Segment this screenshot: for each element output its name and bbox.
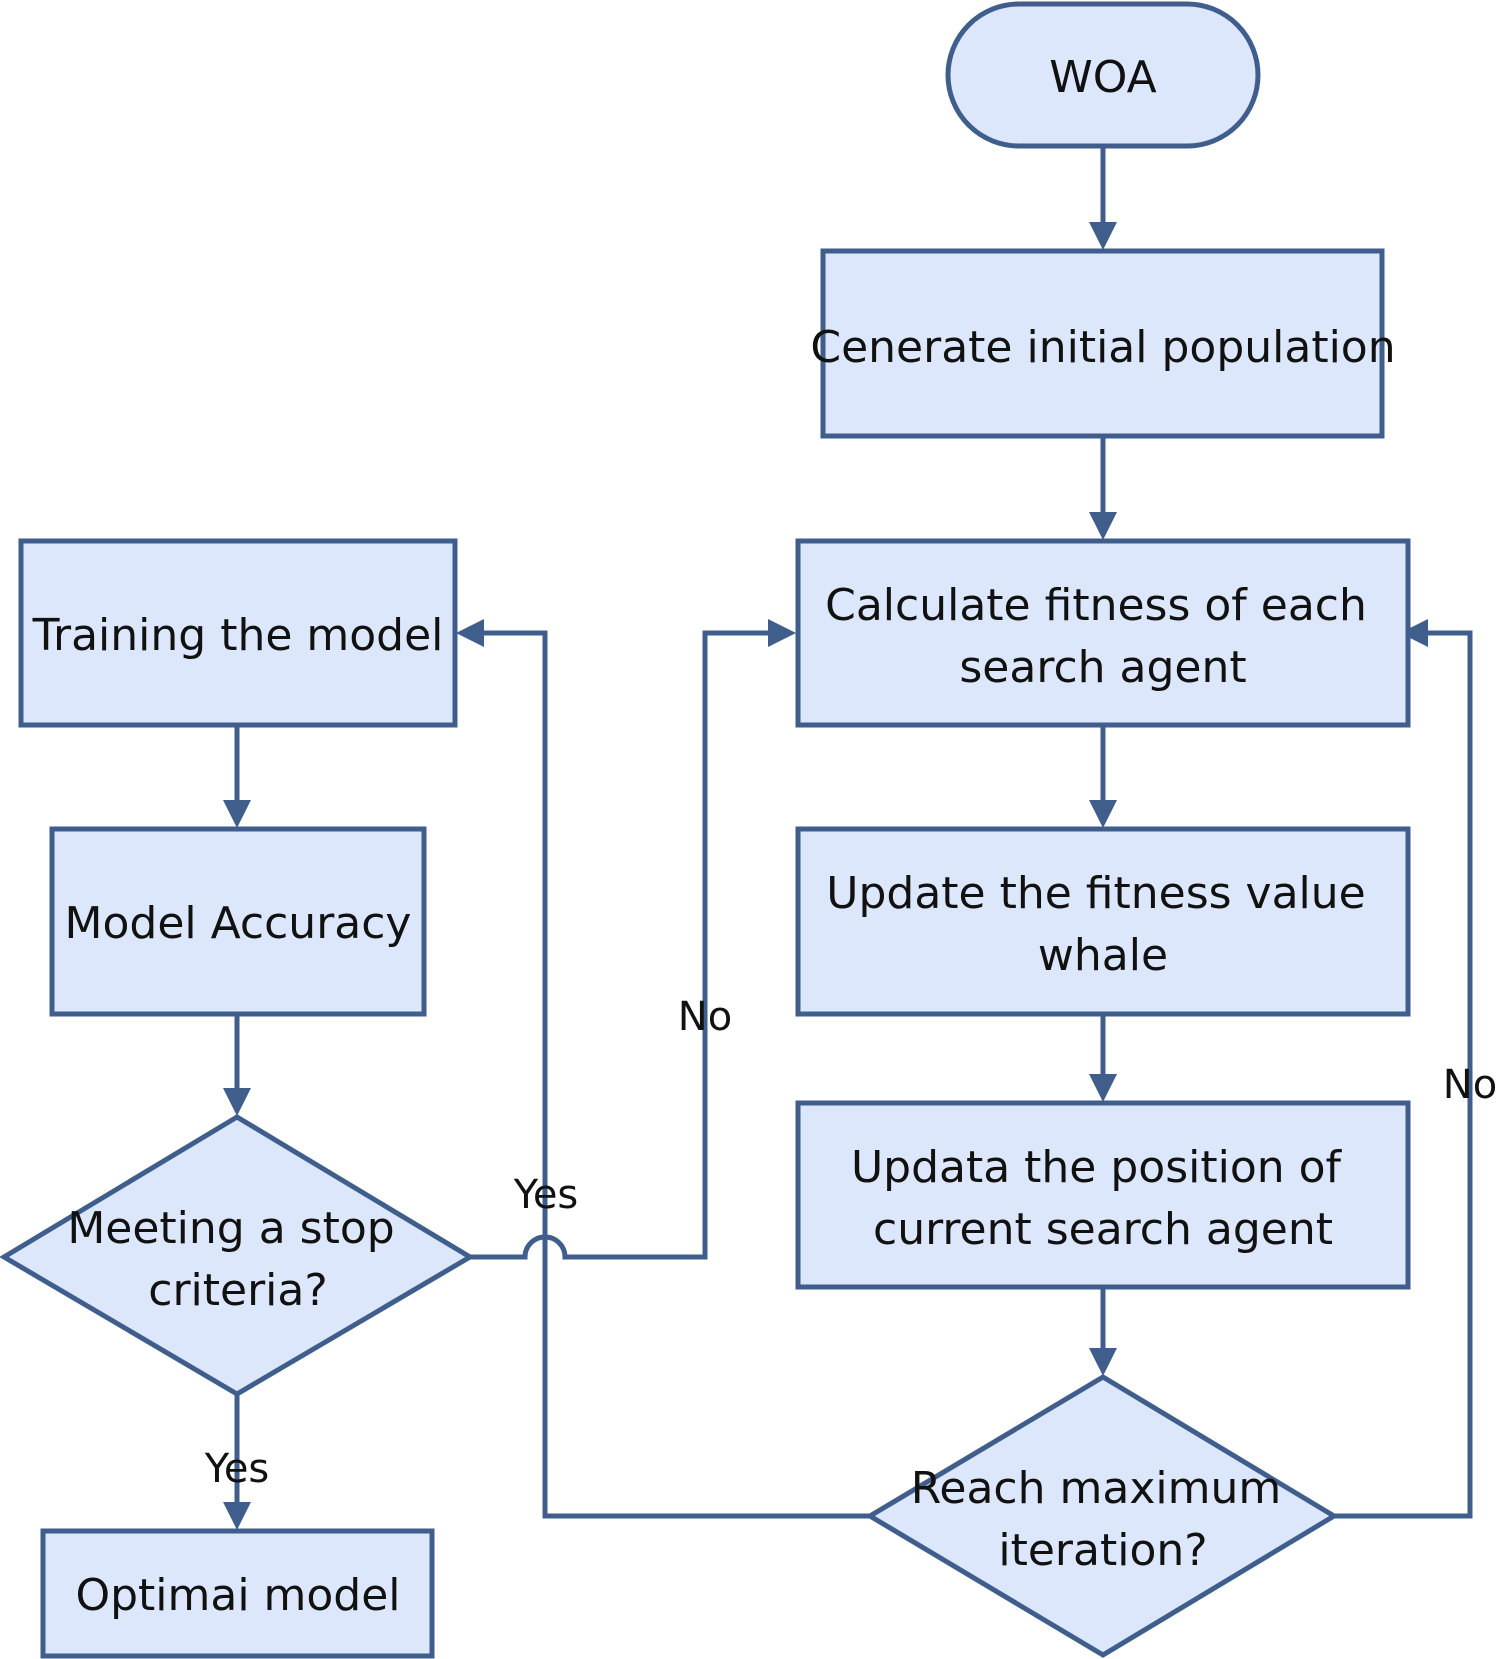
stop-criteria-diamond — [0, 1114, 475, 1397]
arrowhead-reach-max — [1089, 1348, 1117, 1376]
update-fitness-label: Update the fitness value whale — [826, 868, 1379, 981]
arrowhead-fitness-top — [1089, 512, 1117, 540]
generate-label: Cenerate initial population — [810, 322, 1395, 373]
fitness-label: Calculate fitness of each search agent — [825, 580, 1381, 693]
label-stop-yes-bottom: Yes — [204, 1446, 270, 1492]
edge-reach-yes-loop — [480, 630, 870, 1519]
arrowhead-training — [456, 619, 484, 647]
node-optimal-model: Optimai model — [40, 1528, 435, 1659]
woa-terminator-shape — [945, 1, 1261, 149]
arrowhead-update-fitness — [1089, 800, 1117, 828]
node-stop-criteria: Meeting a stop criteria? — [0, 1114, 475, 1397]
arrowhead-update-position — [1089, 1074, 1117, 1102]
training-label: Training the model — [32, 610, 444, 661]
arrowhead-accuracy — [223, 800, 251, 828]
node-reach-maximum: Reach maximum iteration? — [865, 1374, 1339, 1658]
label-stop-yes-top: Yes — [513, 1172, 579, 1218]
accuracy-box — [49, 826, 427, 1017]
node-model-accuracy: Model Accuracy — [49, 826, 427, 1017]
edge-stop-no — [470, 630, 772, 1260]
update-fitness-box — [795, 826, 1411, 1017]
node-generate-population: Cenerate initial population — [810, 248, 1396, 439]
reach-max-label: Reach maximum iteration? — [911, 1463, 1295, 1576]
arrowhead-stop-criteria — [223, 1088, 251, 1116]
node-training-model: Training the model — [18, 538, 458, 728]
arrowhead-generate — [1089, 222, 1117, 250]
arrowhead-optimal — [223, 1502, 251, 1530]
update-position-label: Updata the position of current search ag… — [851, 1142, 1355, 1255]
accuracy-label: Model Accuracy — [65, 898, 412, 949]
update-position-box — [795, 1100, 1411, 1290]
optimal-box — [40, 1528, 435, 1659]
stop-criteria-label: Meeting a stop criteria? — [67, 1203, 408, 1316]
arrowhead-fitness-left — [768, 619, 796, 647]
arrowhead-fitness-right — [1400, 619, 1428, 647]
reach-max-diamond — [865, 1374, 1339, 1658]
optimal-label: Optimai model — [75, 1570, 400, 1621]
node-update-position: Updata the position of current search ag… — [795, 1100, 1411, 1290]
edge-reach-no-loop — [1334, 630, 1473, 1519]
fitness-box — [795, 538, 1411, 728]
edges — [223, 146, 1473, 1530]
training-box — [18, 538, 458, 728]
node-calculate-fitness: Calculate fitness of each search agent — [795, 538, 1411, 728]
node-update-fitness: Update the fitness value whale — [795, 826, 1411, 1017]
woa-label: WOA — [1049, 52, 1156, 103]
label-reach-no: No — [1443, 1062, 1497, 1108]
generate-box — [820, 248, 1385, 439]
node-woa: WOA — [945, 1, 1261, 149]
label-stop-no: No — [678, 994, 732, 1040]
